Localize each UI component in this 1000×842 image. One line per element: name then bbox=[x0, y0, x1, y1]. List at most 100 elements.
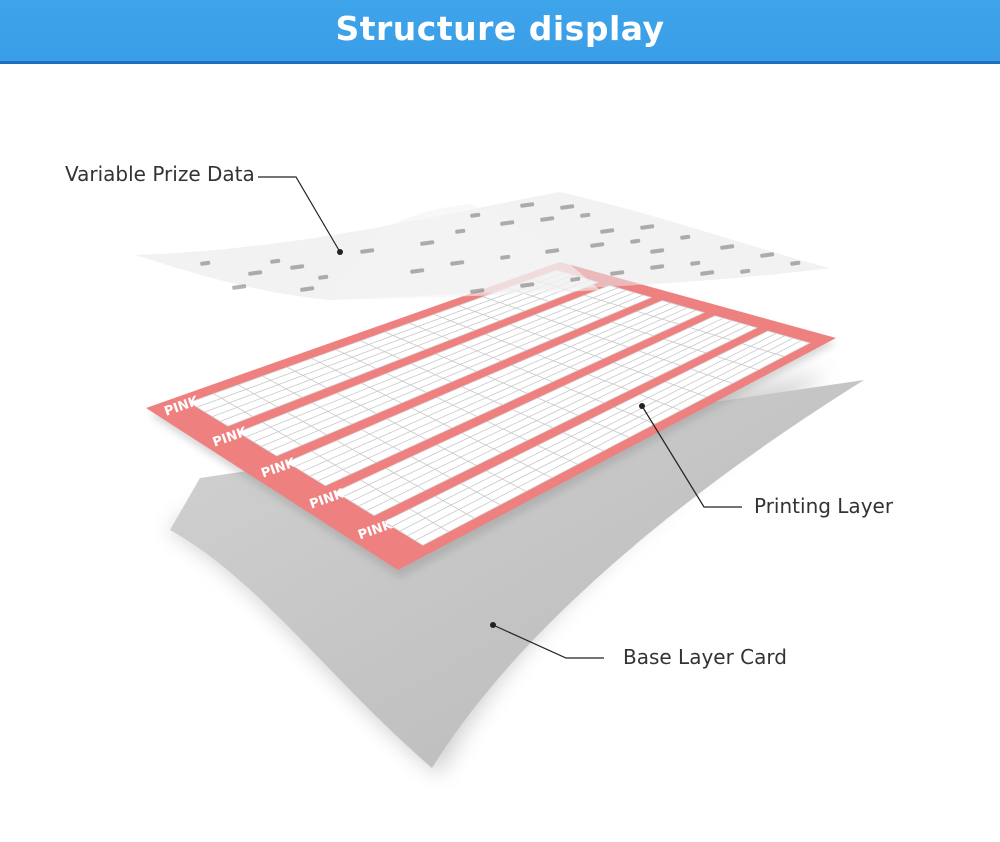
prize-number-mark bbox=[470, 212, 481, 218]
grid-line bbox=[399, 335, 785, 532]
grid-line bbox=[287, 366, 327, 389]
grid-line bbox=[460, 483, 501, 506]
grid-line bbox=[588, 374, 630, 391]
grid-block bbox=[383, 330, 811, 546]
prize-number-mark bbox=[248, 270, 263, 276]
grid-line bbox=[511, 457, 552, 479]
prize-numbers bbox=[200, 202, 801, 294]
prize-number-mark bbox=[455, 228, 466, 234]
label-variable-prize-data: Variable Prize Data bbox=[65, 162, 255, 186]
grid-line bbox=[411, 363, 452, 383]
grid-line bbox=[411, 407, 452, 429]
grid-block bbox=[334, 315, 758, 516]
leader-prize-data bbox=[258, 176, 341, 253]
page-title: Structure display bbox=[335, 9, 665, 48]
grid-line bbox=[639, 394, 681, 411]
grid-line bbox=[485, 334, 527, 351]
grid-line bbox=[294, 302, 671, 468]
prize-number-mark bbox=[420, 240, 435, 246]
prize-number-mark bbox=[720, 244, 735, 250]
prize-number-mark bbox=[450, 260, 465, 266]
prize-number-mark bbox=[300, 286, 315, 292]
grid-line bbox=[690, 368, 733, 384]
grid-line bbox=[510, 324, 552, 341]
grid-line bbox=[613, 362, 655, 379]
grid-line bbox=[534, 314, 577, 330]
prize-number-mark bbox=[520, 202, 535, 208]
grid-line bbox=[386, 418, 427, 440]
grid-block bbox=[237, 284, 653, 457]
grid-line bbox=[361, 429, 402, 452]
grid-line bbox=[238, 384, 278, 408]
grid-line bbox=[612, 321, 654, 337]
leader-lines bbox=[258, 176, 742, 659]
prize-number-mark bbox=[700, 270, 715, 276]
prize-number-mark bbox=[318, 274, 329, 280]
prize-number-mark bbox=[200, 260, 211, 266]
grid-line bbox=[486, 470, 527, 492]
leader-dot-base bbox=[490, 622, 496, 628]
grid-line bbox=[536, 354, 578, 371]
grid-line bbox=[358, 322, 741, 507]
prize-number-mark bbox=[500, 254, 511, 260]
prize-number-mark bbox=[290, 264, 305, 270]
grid-line bbox=[220, 279, 591, 422]
header-bar: Structure display bbox=[0, 0, 1000, 64]
prize-number-mark bbox=[560, 204, 575, 210]
grid-line bbox=[409, 508, 449, 533]
prize-number-mark bbox=[760, 252, 775, 258]
grid-line bbox=[253, 289, 627, 443]
grid-line bbox=[336, 349, 377, 369]
grid-line bbox=[311, 358, 352, 379]
grid-line bbox=[311, 450, 351, 475]
grid-line bbox=[336, 440, 377, 463]
prize-number-mark bbox=[540, 216, 555, 222]
grid-line bbox=[366, 325, 749, 512]
prize-number-mark bbox=[650, 248, 665, 254]
grid-line bbox=[312, 402, 352, 425]
grid-line bbox=[204, 274, 574, 413]
grid-line bbox=[268, 294, 643, 452]
leader-dot-printing bbox=[639, 403, 645, 409]
grid-line bbox=[436, 444, 477, 466]
prize-number-mark bbox=[680, 234, 691, 240]
prize-number-mark bbox=[570, 276, 581, 282]
grid-line bbox=[487, 421, 528, 441]
label-base-layer-card: Base Layer Card bbox=[623, 645, 787, 669]
grid-background bbox=[383, 330, 811, 546]
grid-line bbox=[336, 392, 377, 414]
leader-dot-prize bbox=[337, 249, 343, 255]
prize-number-mark bbox=[500, 220, 515, 226]
grid-line bbox=[435, 353, 477, 372]
grid-line bbox=[261, 292, 635, 447]
grid-line bbox=[435, 495, 475, 519]
grid-line bbox=[486, 375, 528, 394]
grid-line bbox=[245, 287, 618, 438]
grid-block bbox=[285, 300, 706, 487]
grid-line bbox=[361, 382, 402, 404]
prize-number-mark bbox=[640, 224, 655, 230]
grid-line bbox=[409, 322, 451, 341]
grid-line bbox=[360, 340, 401, 360]
grid-line bbox=[638, 350, 681, 366]
grid-line bbox=[689, 327, 732, 341]
grid-line bbox=[482, 296, 525, 312]
grid-line bbox=[561, 343, 604, 360]
grid-line bbox=[407, 337, 794, 537]
grid-line bbox=[212, 277, 582, 418]
grid-line bbox=[386, 373, 427, 393]
prize-number-mark bbox=[630, 238, 641, 244]
prize-number-mark bbox=[590, 242, 605, 248]
grid-line bbox=[512, 409, 553, 429]
grid-line bbox=[317, 309, 696, 482]
grid-line bbox=[384, 331, 426, 350]
grid-line bbox=[343, 317, 724, 497]
grid-block bbox=[188, 269, 600, 427]
grid-line bbox=[461, 432, 502, 454]
grid-line bbox=[614, 406, 656, 425]
grid-line bbox=[350, 320, 732, 502]
prize-number-mark bbox=[410, 268, 425, 274]
grid-line bbox=[309, 307, 688, 477]
grid-line bbox=[196, 272, 566, 408]
